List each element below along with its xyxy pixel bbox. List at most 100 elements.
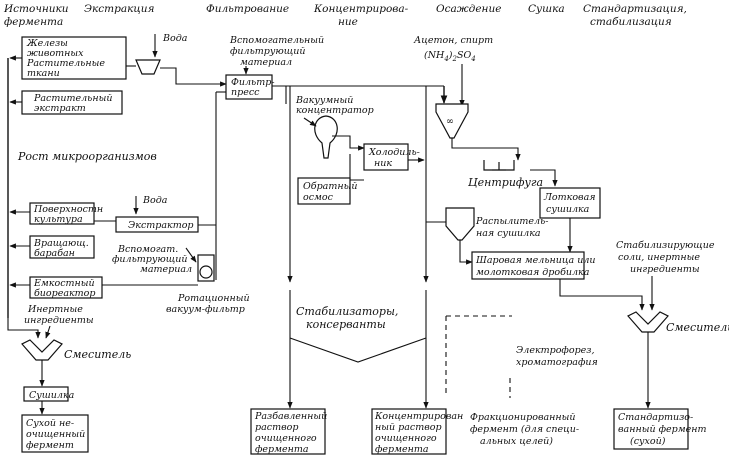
stabilizers-line1: Стабилизаторы,	[296, 305, 398, 318]
formula-sub2: 2	[452, 55, 458, 63]
dilute-solution-line2: раствор	[255, 422, 298, 433]
arrow-tank-to-filterpress	[160, 67, 227, 87]
animal-glands-line1: Железы	[26, 38, 68, 49]
arrow-mill-to-mixer	[559, 279, 645, 311]
formula-mid: )	[448, 50, 453, 61]
cooler-line1: Холодиль-	[368, 147, 420, 158]
water-mid-label: Вода	[142, 195, 168, 206]
stage-standardization-line2: стабилизация	[590, 16, 672, 28]
formula-base: (NH	[424, 50, 445, 61]
animal-glands-line2: животных	[27, 48, 84, 59]
stabilizers-line2: консерванты	[306, 318, 386, 331]
arrow-filter-aid-to-rotary	[185, 247, 197, 263]
reverse-osmosis-line2: осмос	[303, 192, 334, 203]
surface-culture-box	[29, 202, 95, 225]
filter-press-line2: пресс	[231, 87, 260, 98]
inert-ingredients-line2: ингредиенты	[24, 315, 94, 326]
stage-drying: Сушка	[528, 3, 565, 15]
stage-filtration: Фильтрование	[206, 3, 289, 15]
reactor-tank-line1: Емкостный	[33, 278, 95, 289]
tray-dryer-line2: сушилка	[546, 204, 590, 215]
microbial-growth-label: Рост микроорганизмов	[17, 150, 157, 163]
centrifuge-icon	[483, 160, 515, 171]
dilute-solution-line3: очищенного	[255, 433, 317, 444]
spray-dryer-icon	[445, 207, 475, 241]
arrow-collector-to-mixer	[7, 318, 41, 339]
rotary-filter-line2: вакуум-фильтр	[166, 304, 245, 315]
centrifuge-label: Центрифуга	[468, 176, 543, 189]
precipitation-hopper-icon	[435, 103, 469, 139]
surface-culture-line2: культура	[34, 214, 83, 225]
dilute-solution-line4: фермента	[255, 444, 309, 455]
stage-sources-line2: фермента	[4, 16, 63, 28]
dilute-solution-box	[250, 408, 326, 455]
mixer-left-label: Смеситель	[64, 348, 131, 361]
standardized-line3: (сухой)	[630, 436, 666, 447]
filter-aid-top-line1: Вспомогательный	[229, 35, 324, 46]
filter-aid-mid-line2: фильтрующий	[112, 254, 188, 265]
vacuum-concentrator-icon	[314, 115, 338, 159]
stage-concentration-line2: ние	[338, 16, 358, 28]
ball-mill-line2: молотковая дробилка	[476, 267, 590, 278]
crude-dry-line3: фермент	[26, 440, 74, 451]
concentrated-solution-line1: Концентрирован	[374, 411, 463, 422]
mixer-left-icon	[21, 339, 63, 361]
fractionated-line1: Фракционированный	[470, 412, 576, 423]
reagent-formula: (NH4)2SO4	[424, 50, 476, 63]
filter-press-box	[225, 74, 273, 100]
water-top-label: Вода	[162, 33, 188, 44]
formula-tail: SO	[457, 50, 472, 61]
stabilizing-salts-line1: Стабилизирующие	[616, 240, 715, 251]
mixer-right-label: Смеситель	[666, 321, 729, 334]
extraction-tank-icon	[135, 59, 161, 75]
concentrated-solution-box	[371, 408, 447, 455]
formula-sub3: 4	[470, 55, 475, 63]
arrow-concentrator-to-cooler	[332, 135, 365, 151]
electrophoresis-line1: Электрофорез,	[516, 345, 594, 356]
plant-tissue-line2: ткани	[27, 68, 60, 79]
extractor-label: Экстрактор	[128, 220, 194, 231]
stabilizers-split-lines	[289, 337, 427, 363]
plant-extract-line2: экстракт	[34, 103, 86, 114]
stage-precipitation: Осаждение	[436, 3, 501, 15]
stirrer-icon: ∞	[446, 116, 454, 127]
mixer-right-icon	[627, 311, 669, 333]
plant-extract-line1: Растительный	[33, 93, 112, 104]
arrow-spray-to-mill	[459, 240, 473, 265]
arrow-hopper-to-centrifuge	[451, 138, 521, 161]
ball-mill-box	[471, 251, 585, 280]
filter-press-line1: Фильтр-	[231, 77, 275, 88]
inert-ingredients-line1: Инертные	[27, 304, 83, 315]
cooler-line2: ник	[374, 158, 392, 169]
cooler-box	[363, 143, 409, 171]
fractionated-line3: альных целей)	[480, 436, 553, 447]
stage-header: Источники фермента Экстракция Фильтрован…	[3, 3, 687, 28]
rotary-filter-drum-icon	[199, 265, 213, 279]
dryer-label: Сушилка	[29, 390, 75, 401]
stabilizing-salts-line3: ингредиенты	[630, 264, 700, 275]
animal-plant-tissue-box	[21, 36, 127, 80]
filter-aid-mid-line3: материал	[140, 264, 192, 275]
concentrated-solution-line4: фермента	[375, 444, 429, 455]
ball-mill-line1: Шаровая мельница или	[475, 255, 596, 266]
arrow-into-concentrator	[303, 117, 317, 127]
spray-dryer-line2: ная сушилка	[476, 228, 541, 239]
concentrated-solution-line3: очищенного	[375, 433, 437, 444]
reactor-tank-box	[29, 276, 103, 299]
crude-dry-enzyme-box	[21, 414, 89, 453]
dryer-box	[23, 386, 69, 402]
rotary-filter-line1: Ротационный	[177, 293, 250, 304]
formula-sub1: 4	[443, 55, 448, 63]
stage-standardization-line1: Стандартизация,	[583, 3, 687, 15]
dilute-solution-line1: Разбавленный	[254, 411, 327, 422]
crude-dry-line2: очищенный	[26, 429, 85, 440]
crude-dry-line1: Сухой не-	[26, 418, 74, 429]
vacuum-concentrator-line2: концентратор	[296, 105, 374, 116]
rotating-drum-box	[29, 235, 95, 259]
plant-tissue-line1: Растительные	[26, 58, 105, 69]
arrow-centrifuge-to-tray	[530, 169, 558, 187]
filter-aid-top-line3: материал	[240, 57, 292, 68]
standardized-line1: Стандартизо-	[618, 412, 693, 423]
rotating-drum-line2: барабан	[34, 248, 75, 259]
